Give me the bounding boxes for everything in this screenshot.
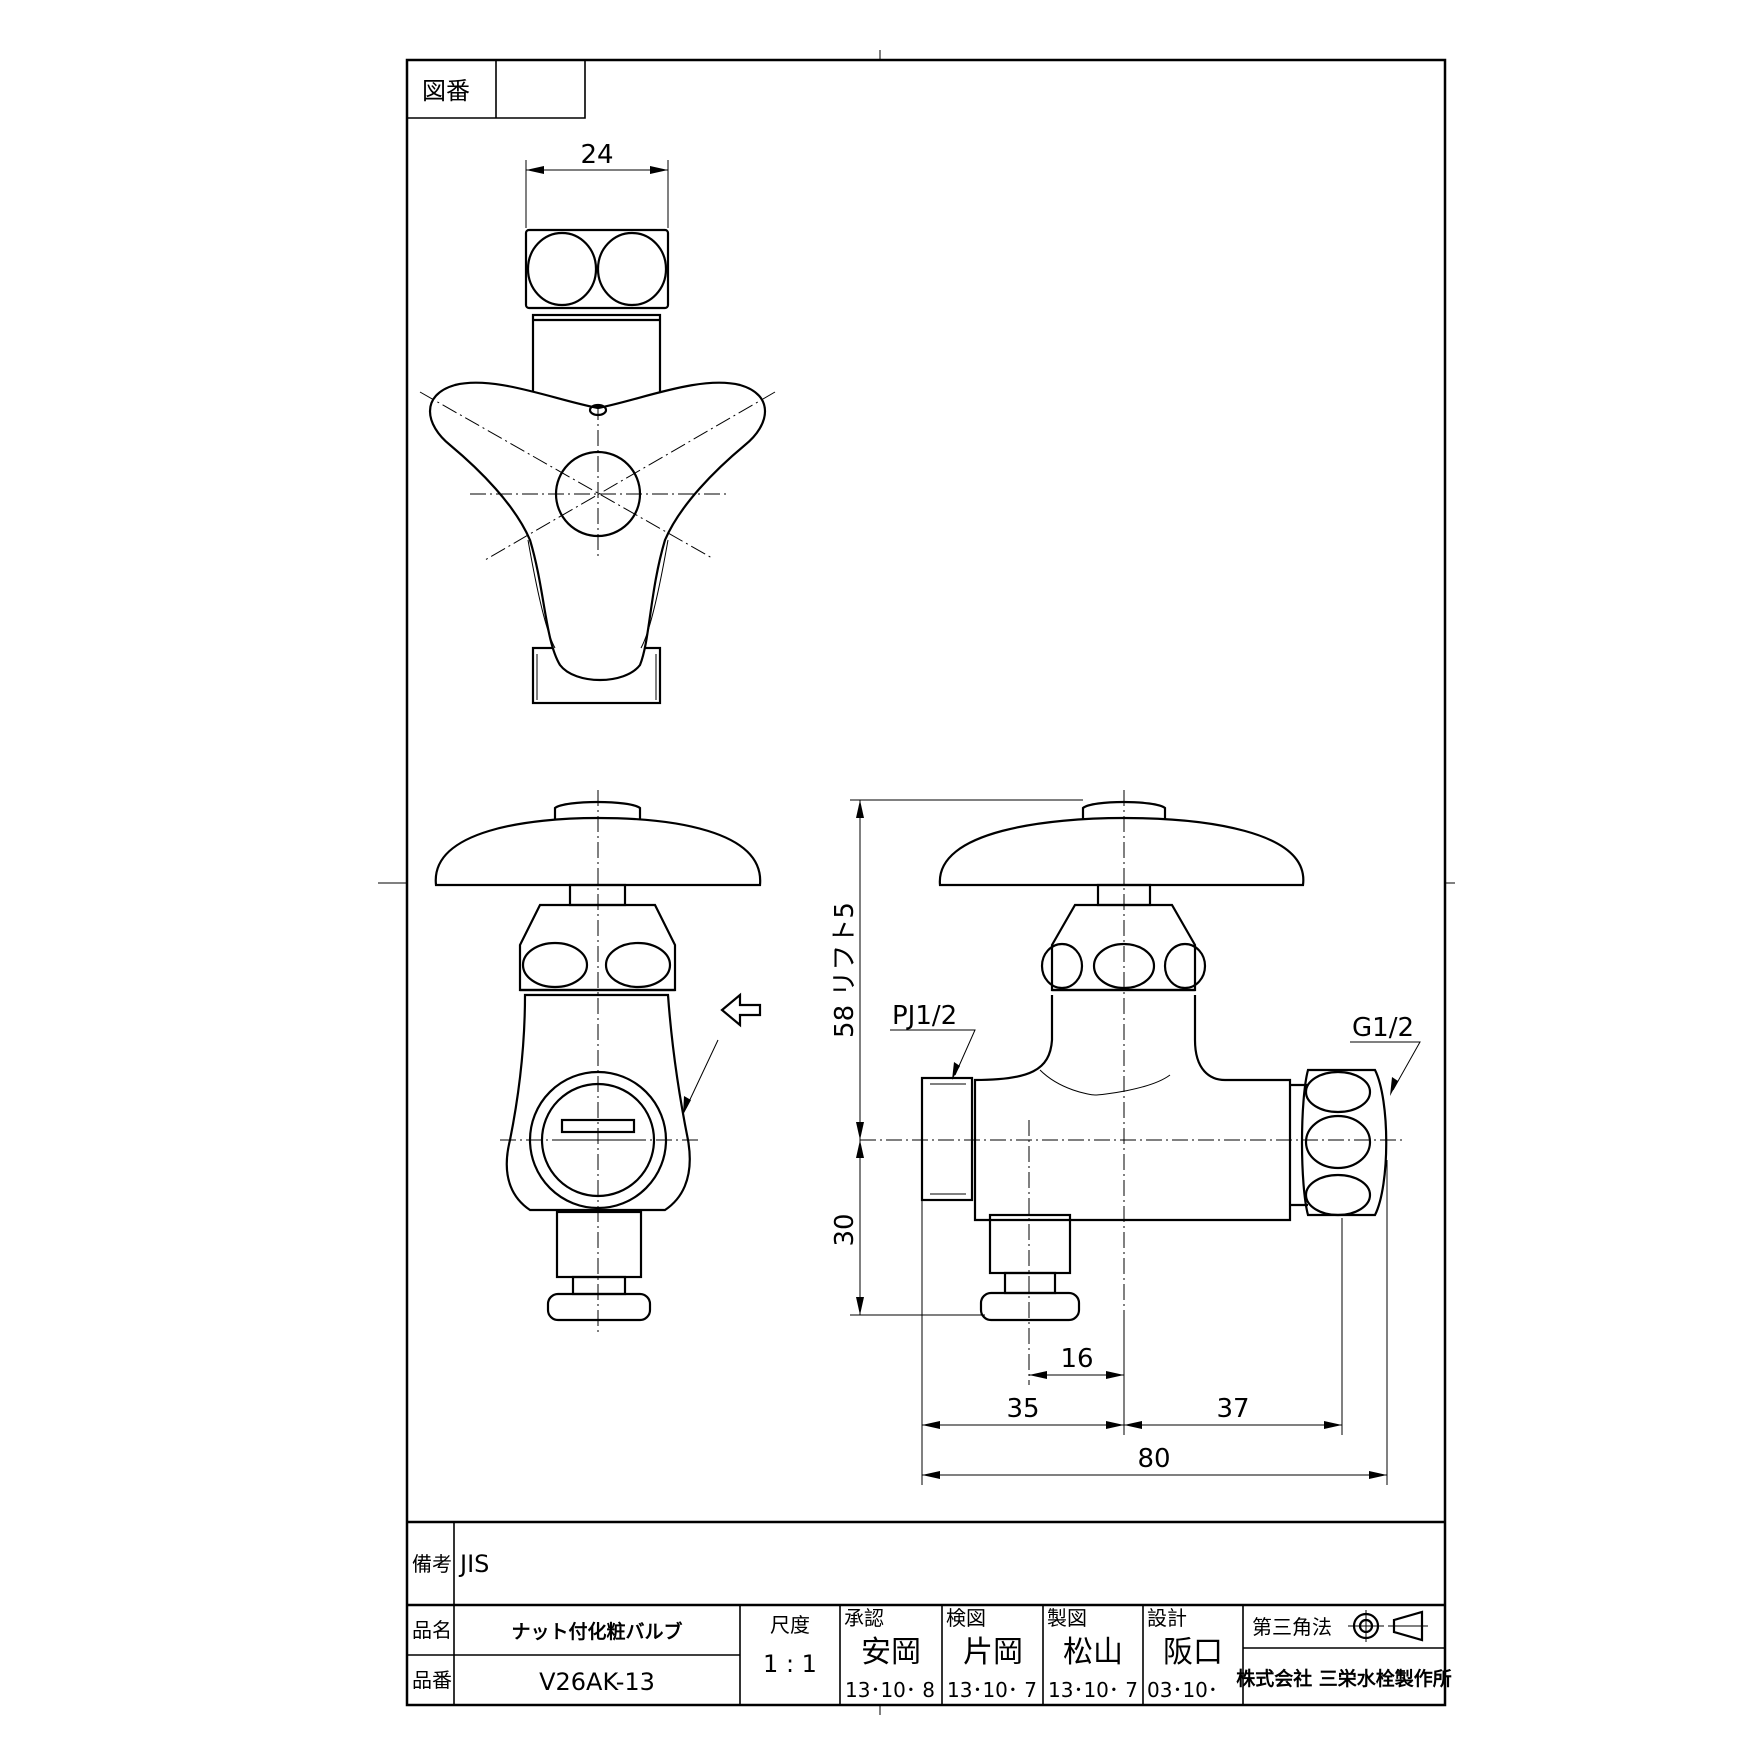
approval-name: 安岡 bbox=[861, 1635, 921, 1670]
drawing-number-box: 図番 bbox=[407, 60, 586, 119]
approval-cell-0: 承認 安岡 13･10･ 8 bbox=[844, 1606, 935, 1702]
company-name: 株式会社 三栄水栓製作所 bbox=[1236, 1667, 1452, 1690]
side-view bbox=[434, 790, 762, 1335]
remarks-value: JIS bbox=[458, 1550, 489, 1578]
approval-cell-3: 設計 阪口 03･10･ bbox=[1147, 1606, 1223, 1702]
dim-left-length-text: 35 bbox=[1006, 1394, 1039, 1424]
projection-label: 第三角法 bbox=[1252, 1615, 1332, 1639]
dim-offset-text: 16 bbox=[1060, 1344, 1093, 1374]
third-angle-projection-icon bbox=[1348, 1610, 1428, 1642]
approval-name: 片岡 bbox=[963, 1635, 1023, 1670]
callout-inlet: PJ1/2 bbox=[890, 1001, 976, 1080]
product-number: V26AK-13 bbox=[539, 1668, 655, 1696]
approval-role: 製図 bbox=[1047, 1606, 1087, 1630]
top-view bbox=[419, 228, 776, 705]
dimension-horizontal: 16 35 37 80 bbox=[921, 1160, 1388, 1485]
remarks-label: 備考 bbox=[412, 1552, 452, 1576]
drawing-number-label: 図番 bbox=[422, 77, 470, 105]
approval-date: 13･10･ 8 bbox=[845, 1678, 935, 1702]
product-name: ナット付化粧バルブ bbox=[511, 1620, 682, 1643]
dim-top-width-text: 24 bbox=[580, 140, 613, 170]
approval-date: 03･10･ bbox=[1147, 1678, 1218, 1702]
dim-right-length-text: 37 bbox=[1216, 1394, 1249, 1424]
scale-value: 1 : 1 bbox=[763, 1650, 817, 1678]
approval-name: 松山 bbox=[1063, 1635, 1123, 1670]
callout-outlet: G1/2 bbox=[1350, 1013, 1421, 1096]
callout-inlet-text: PJ1/2 bbox=[892, 1001, 957, 1031]
dim-overall-length-text: 80 bbox=[1137, 1444, 1170, 1474]
product-name-label: 品名 bbox=[412, 1618, 452, 1642]
dim-height-upper-text: 58 リフト5 bbox=[830, 902, 860, 1038]
approval-cell-1: 検図 片岡 13･10･ 7 bbox=[946, 1606, 1037, 1702]
dimension-vertical: 58 リフト5 30 bbox=[830, 799, 1083, 1316]
approval-cell-2: 製図 松山 13･10･ 7 bbox=[1047, 1606, 1138, 1702]
scale-label: 尺度 bbox=[770, 1613, 810, 1637]
product-number-label: 品番 bbox=[412, 1668, 452, 1692]
approval-role: 設計 bbox=[1147, 1606, 1187, 1630]
approval-role: 検図 bbox=[946, 1606, 986, 1630]
callout-outlet-text: G1/2 bbox=[1352, 1013, 1414, 1043]
approval-role: 承認 bbox=[844, 1606, 884, 1630]
approval-date: 13･10･ 7 bbox=[1048, 1678, 1138, 1702]
approval-date: 13･10･ 7 bbox=[947, 1678, 1037, 1702]
front-view bbox=[860, 790, 1405, 1385]
approval-name: 阪口 bbox=[1163, 1635, 1223, 1670]
dimension-top-width: 24 bbox=[525, 140, 669, 228]
dim-height-lower-text: 30 bbox=[830, 1213, 860, 1246]
title-block: 備考 JIS 品名 ナット付化粧バルブ 品番 V26AK-13 尺度 1 : 1… bbox=[407, 1520, 1452, 1705]
